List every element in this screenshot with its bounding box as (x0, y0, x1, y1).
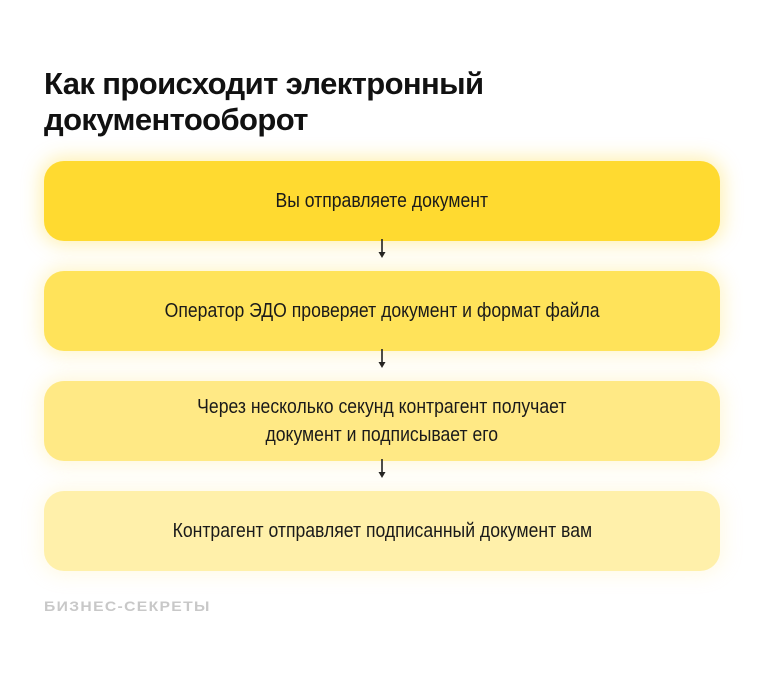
flow-step-operator-check: Оператор ЭДО проверяет документ и формат… (44, 271, 720, 351)
step-label: Контрагент отправляет подписанный докуме… (172, 520, 592, 542)
flow-step-counterparty-returns: Контрагент отправляет подписанный докуме… (44, 491, 720, 571)
flow-step-send-document: Вы отправляете документ (44, 161, 720, 241)
flow-step-counterparty-signs: Через несколько секунд контрагент получа… (44, 381, 720, 461)
step-label: Оператор ЭДО проверяет документ и формат… (164, 300, 600, 322)
step-label: Через несколько секунд контрагент получа… (197, 396, 567, 446)
step-label: Вы отправляете документ (275, 190, 489, 212)
page-title: Как происходит электронный документообор… (44, 66, 484, 137)
arrow-down-icon (378, 239, 386, 258)
arrow-down-icon (378, 349, 386, 368)
brand-logo: БИЗНЕС-СЕКРЕТЫ (44, 598, 211, 614)
arrow-down-icon (378, 459, 386, 478)
